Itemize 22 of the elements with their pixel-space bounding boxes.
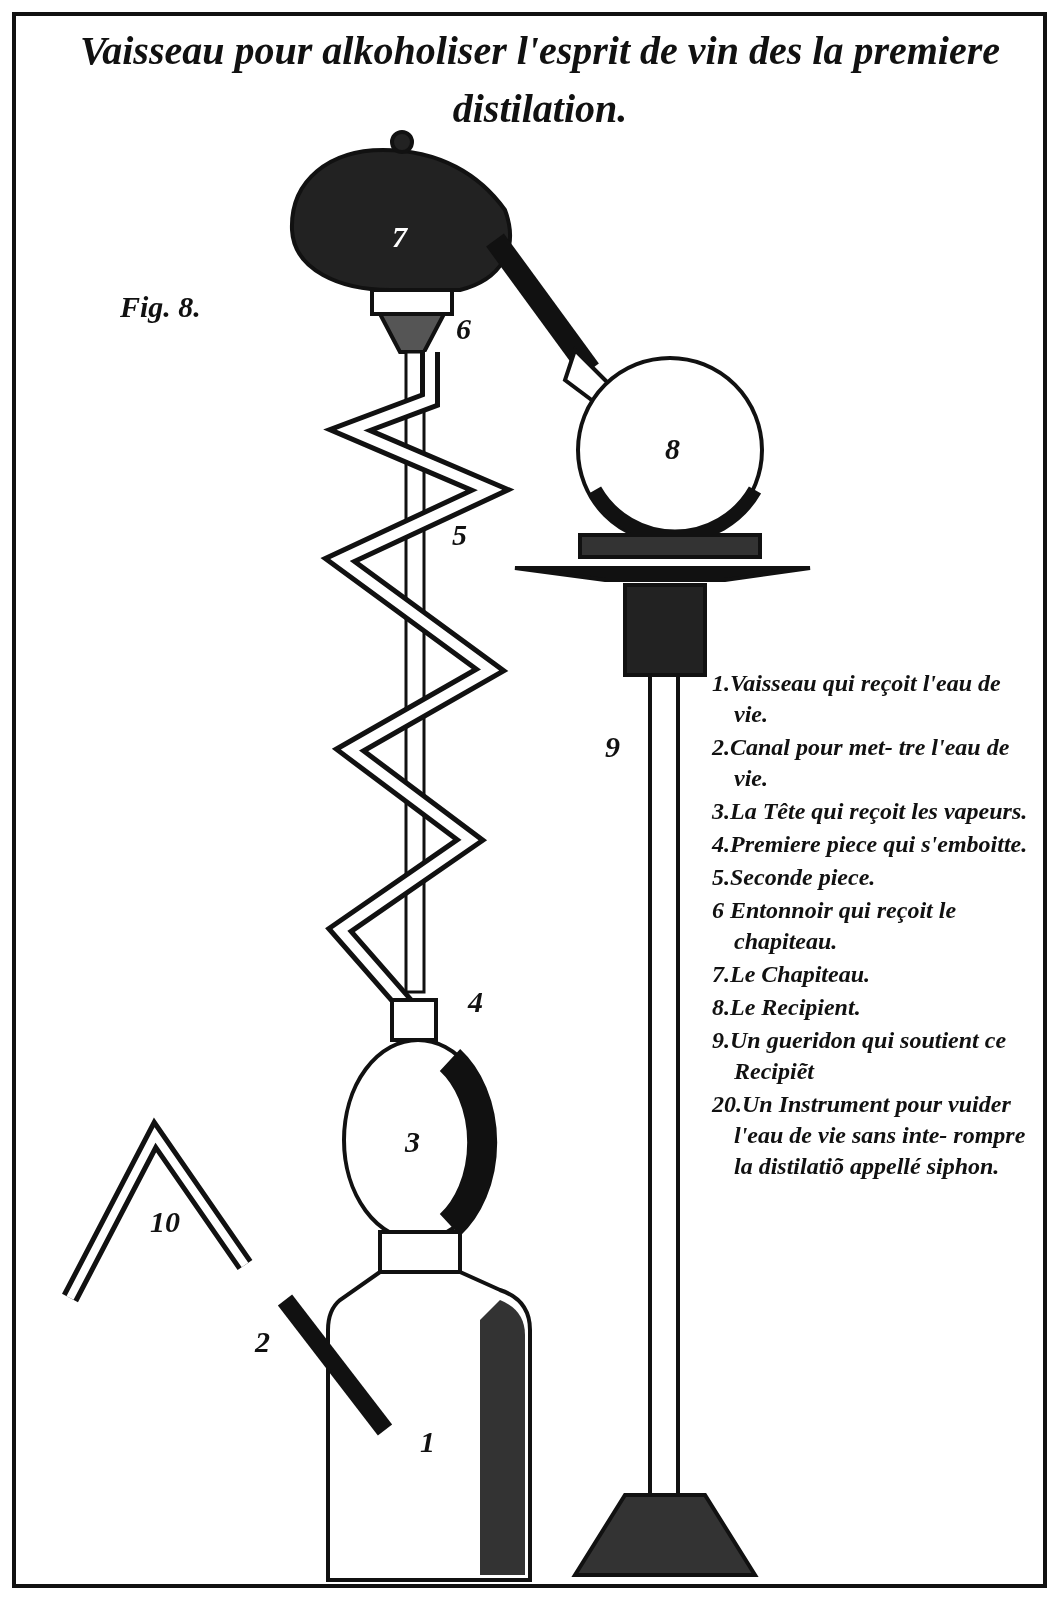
legend-entry: 2.Canal pour met- tre l'eau de vie.: [712, 733, 1011, 793]
callout-number: 9: [605, 730, 620, 764]
callout-number: 8: [665, 432, 680, 466]
legend-entry: 6 Entonnoir qui reçoit le chapiteau.: [712, 896, 958, 956]
callout-number: 10: [150, 1205, 180, 1239]
legend-entry: 3.La Tête qui reçoit les vapeurs.: [712, 797, 1029, 826]
callout-number: 5: [452, 518, 467, 552]
callout-number: 6: [456, 312, 471, 346]
callout-number: 7: [392, 220, 407, 254]
callout-number: 2: [255, 1325, 270, 1359]
legend-entry: 1.Vaisseau qui reçoit l'eau de vie.: [712, 669, 1002, 729]
legend-entry: 5.Seconde piece.: [712, 863, 877, 892]
callout-number: 4: [468, 985, 483, 1019]
legend-entry: 9.Un gueridon qui soutient ce Recipiẽt: [712, 1026, 1008, 1086]
legend-entry: 4.Premiere piece qui s'emboitte.: [712, 830, 1029, 859]
legend-entry: 8.Le Recipient.: [712, 993, 862, 1022]
legend-entry: 20.Un Instrument pour vuider l'eau de vie sans inte- rompre la distilatiõ appellé siphon.: [712, 1090, 1027, 1181]
figure-label: Fig. 8.: [120, 290, 201, 324]
callout-number: 1: [420, 1425, 435, 1459]
legend-entry: 7.Le Chapiteau.: [712, 960, 871, 989]
title: Vaisseau pour alkoholiser l'esprit de vin des la premiere distilation.: [78, 27, 1001, 133]
callout-number: 3: [405, 1125, 420, 1159]
